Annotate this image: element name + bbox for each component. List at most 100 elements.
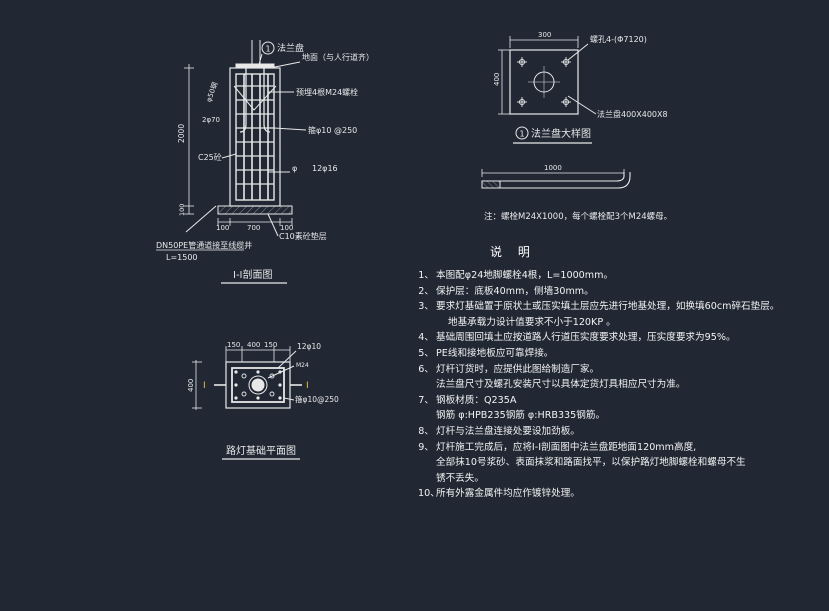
note-item: 3、要求灯基础置于原状土或压实填土层应先进行地基处理，如换填60cm碎石垫层。: [418, 299, 818, 315]
plan-dim-b: 400: [247, 341, 260, 349]
note-text: 所有外露金属件均应作镀锌处理。: [436, 488, 580, 500]
top-dim-label: 2φ70: [202, 116, 220, 124]
note-text: 本图配φ24地脚螺栓4根，L=1000mm。: [436, 270, 614, 281]
bolt-dim-length: 1000: [544, 164, 562, 172]
hoop-leader: [273, 127, 307, 131]
bottom-dim: 100: [178, 204, 186, 216]
note-text: 基础周围回填土应按道路人行道压实度要求处理，压实度要求为95%。: [436, 332, 736, 344]
section-title: Ⅰ-Ⅰ剖面图: [233, 268, 273, 281]
note-number: 1、: [418, 270, 434, 281]
note-number: 3、: [418, 301, 434, 313]
main-rebar-label: 12φ16: [312, 164, 338, 173]
main-rebar-phi: φ: [292, 164, 297, 173]
plan-title: 路灯基础平面图: [226, 444, 296, 457]
note-item: 法兰盘尺寸及螺孔安装尺寸以具体定货灯具相应尺寸为准。: [418, 377, 818, 393]
note-text: 法兰盘尺寸及螺孔安装尺寸以具体定货灯具相应尺寸为准。: [436, 379, 686, 391]
note-number: 5、: [418, 347, 434, 359]
concrete-leader: [221, 153, 237, 159]
plan-rebar-cage: [231, 367, 285, 403]
note-item: 全部抹10号浆砂、表面抹浆和路面找平，以保护路灯地脚螺栓和螺母不生: [418, 455, 818, 471]
note-text: 钢筋 φ:HPB235钢筋 φ:HRB335钢筋。: [436, 410, 606, 422]
flange-title-marker: [515, 126, 529, 140]
plan-pe-label: M24: [296, 362, 309, 369]
note-item: 5、PE线和接地板应可靠焊接。: [418, 346, 818, 362]
foundation-body: [229, 67, 281, 207]
note-text: 要求灯基础置于原状土或压实填土层应先进行地基处理，如换填60cm碎石垫层。: [436, 301, 780, 313]
bottom-layer-leader: [267, 213, 279, 237]
flange-dim-width: 300: [538, 31, 551, 39]
flange-dim-height: 400: [493, 73, 501, 86]
dim-b2: 700: [247, 224, 260, 232]
base-slab: [217, 205, 293, 215]
plan-dim-side: 400: [187, 379, 195, 392]
flange-bottom-label: 法兰盘400X400X8: [597, 109, 668, 119]
note-text: 地基承载力设计值要求不小于120KP 。: [448, 316, 616, 328]
note-text: 全部抹10号浆砂、表面抹浆和路面找平，以保护路灯地脚螺栓和螺母不生: [436, 457, 746, 469]
bolt-label: 预埋4根M24螺栓: [296, 87, 358, 97]
note-item: 1、本图配φ24地脚螺栓4根，L=1000mm。: [418, 268, 818, 284]
note-number: 9、: [418, 441, 434, 453]
section-marker-number: 1: [266, 45, 271, 54]
flange-title: 法兰盘大样图: [531, 127, 591, 140]
flange-top-label: 螺孔4-(Φ7120): [590, 34, 647, 44]
flange-label: 法兰盘: [277, 42, 304, 54]
notes-title: 说 明: [490, 245, 536, 259]
note-number: 6、: [418, 363, 434, 375]
note-item: 地基承载力设计值要求不小于120KP 。: [418, 315, 818, 331]
section-view: 1 法兰盘 地面（与人行道齐）: [156, 40, 374, 284]
height-dim: 2000: [177, 124, 186, 143]
note-number: 10、: [418, 488, 440, 500]
note-text: 钢板材质：Q235A: [436, 394, 517, 406]
flange-plate: [235, 63, 275, 69]
rebar-cage: [235, 73, 275, 201]
plan-dim-c: 150: [264, 341, 277, 349]
plan-rebar-label: 12φ10: [297, 342, 321, 351]
note-text: 锈不丢失。: [436, 472, 484, 484]
conduit: [233, 85, 277, 111]
note-number: 4、: [418, 332, 434, 344]
anchor-bolt-right: [263, 66, 271, 133]
note-number: 7、: [418, 394, 434, 406]
note-item: 6、灯杆订货时，应提供此图给制造厂家。: [418, 362, 818, 378]
flange-title-marker-number: 1: [520, 130, 525, 139]
note-item: 7、钢板材质：Q235A: [418, 393, 818, 409]
note-text: PE线和接地板应可靠焊接。: [436, 347, 554, 359]
ground-label: 地面（与人行道齐）: [302, 52, 374, 62]
concrete-label: C25砼: [198, 152, 222, 162]
note-text: 灯杆施工完成后，应将Ⅰ-Ⅰ剖面图中法兰盘距地面120mm高度,: [436, 441, 697, 453]
bolt-detail: 1000 注：螺栓M24X1000，每个螺栓配3个M24螺母。: [481, 164, 672, 222]
note-item: 9、灯杆施工完成后，应将Ⅰ-Ⅰ剖面图中法兰盘距地面120mm高度,: [418, 440, 818, 456]
notes-list: 1、本图配φ24地脚螺栓4根，L=1000mm。2、保护层：底板40mm，侧墙3…: [418, 268, 818, 502]
note-text: 灯杆订货时，应提供此图给制造厂家。: [436, 363, 600, 375]
hoop-label: 箍φ10 @250: [308, 125, 357, 135]
dia-label: φ50钢: [204, 81, 219, 103]
bolt-shaft: [500, 172, 631, 189]
section-marker-circle: [261, 41, 275, 55]
dim-b1: 100: [216, 224, 229, 232]
note-text: 保护层：底板40mm，侧墙30mm。: [436, 285, 594, 297]
note-item: 4、基础周围回填土应按道路人行道压实度要求处理，压实度要求为95%。: [418, 330, 818, 346]
plan-view: 150 400 150 400 Ⅰ Ⅰ 12φ10 M24 箍φ1: [187, 341, 339, 460]
note-item: 锈不丢失。: [418, 471, 818, 487]
note-number: 2、: [418, 285, 434, 297]
note-item: 8、灯杆与法兰盘连接处要设加劲板。: [418, 424, 818, 440]
pipe-label: DN50PE管通道接至线缆井: [156, 240, 252, 250]
bolt-thread: [481, 180, 501, 189]
section-mark-left: Ⅰ: [203, 381, 206, 391]
dim-b3: 100: [280, 224, 293, 232]
plan-center-hole: [251, 378, 265, 392]
pipe-length: L=1500: [166, 253, 198, 262]
note-text: 灯杆与法兰盘连接处要设加劲板。: [436, 425, 580, 437]
anchor-bolt-left: [239, 66, 247, 133]
flange-detail: 300 400 螺孔4-(Φ7120) 法兰盘400X400X8 1 法兰盘大样…: [493, 31, 668, 144]
ground-leader: [269, 61, 301, 69]
plan-hoop-label: 箍φ10@250: [295, 394, 339, 404]
note-item: 2、保护层：底板40mm，侧墙30mm。: [418, 284, 818, 300]
bolt-note: 注：螺栓M24X1000，每个螺栓配3个M24螺母。: [484, 211, 672, 222]
note-number: 8、: [418, 425, 434, 437]
section-mark-right: Ⅰ: [306, 381, 309, 391]
plan-bolts: [241, 373, 275, 397]
pipe-line: [185, 205, 217, 233]
note-item: 钢筋 φ:HPB235钢筋 φ:HRB335钢筋。: [418, 408, 818, 424]
